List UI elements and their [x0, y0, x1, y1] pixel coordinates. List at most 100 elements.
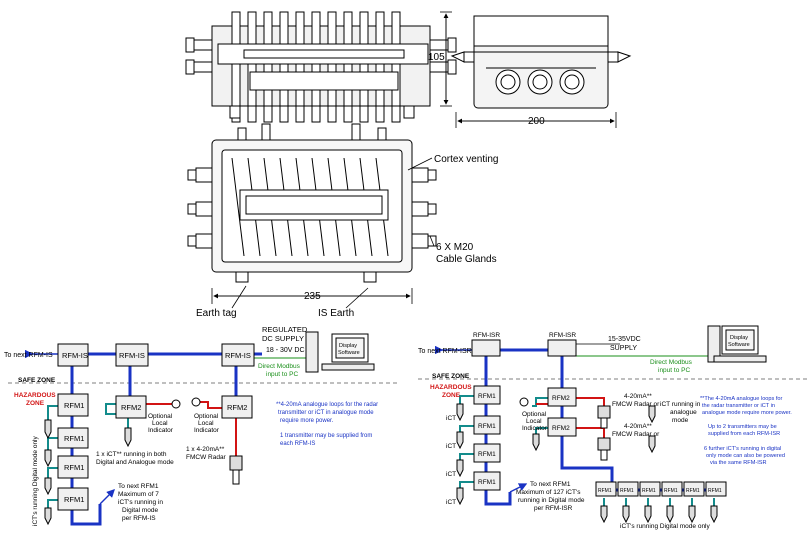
right-note-3: analogue mode require more power.	[702, 410, 792, 416]
left-ict-sensor-icon-2	[44, 449, 52, 468]
width-dimension-side	[455, 112, 617, 128]
enclosure-top-view	[187, 123, 437, 283]
right-optional-3: Indicator	[522, 425, 548, 432]
right-fmcw-a-1: 4-20mA**	[624, 393, 652, 400]
right-indicator-icon	[519, 397, 529, 407]
left-rfm1-b	[57, 427, 89, 449]
right-digital-rfm1-4	[661, 481, 683, 497]
right-rfm-isr-1-label: RFM-ISR	[473, 332, 500, 339]
right-digital-rfm1-2-label: RFM1	[620, 488, 634, 494]
right-digital-rfm1-3-label: RFM1	[642, 488, 656, 494]
right-ict-analogue-3: mode	[672, 417, 689, 424]
right-ict-label-2: iCT	[446, 443, 456, 450]
right-rfm1-b-label: RFM1	[478, 423, 496, 430]
left-note-3: require more power.	[280, 418, 334, 424]
right-display-label-1: Display	[730, 335, 748, 341]
left-analogue-loops	[144, 401, 237, 456]
cable-glands-label-1: 6 X M20	[436, 242, 474, 253]
left-rfm-is-2-label: RFM-IS	[119, 351, 145, 360]
left-rfm-is-3-label: RFM-IS	[225, 351, 251, 360]
width-top-dim-label: 235	[304, 291, 321, 302]
right-digital-rfm1-2	[617, 481, 639, 497]
right-rfm-isr-2-label: RFM-ISR	[549, 332, 576, 339]
earth-tag-label: Earth tag	[196, 308, 237, 319]
left-display-label-2: Software	[338, 350, 360, 356]
right-ict-sensor-icon-1	[456, 403, 464, 422]
left-rfm-is-3	[221, 343, 255, 367]
width-dimension-top	[211, 288, 413, 304]
right-digital-rfm1-6	[705, 481, 727, 497]
left-rfm2-a-label: RFM2	[121, 403, 141, 412]
right-ict-analogue-2: analogue	[670, 409, 697, 416]
left-next-rfm1-5: per RFM-IS	[122, 515, 156, 522]
enclosure-end-view	[450, 15, 632, 109]
left-optional-a-2: Local	[152, 420, 168, 427]
left-regulated-2: DC SUPPLY	[262, 334, 304, 343]
right-hazardous-2: ZONE	[442, 392, 461, 399]
left-display-label-1: Display	[339, 343, 357, 349]
left-hazardous-2: ZONE	[26, 400, 45, 407]
right-wiring-diagram: RFM-ISR RFM-ISR RFM1 RFM1 RFM1 RFM1 RFM2…	[418, 325, 808, 530]
right-analogue-ict-icon-a	[648, 405, 656, 424]
left-one-ict-1: 1 x iCT** running in both	[96, 451, 167, 458]
left-fmcw-radar-icon	[229, 455, 243, 471]
left-next-rfm1-4: Digital mode	[122, 507, 159, 514]
right-digital-rfm1-5	[683, 481, 705, 497]
right-sensor-wires	[459, 395, 715, 506]
left-optional-b-1: Optional	[194, 413, 219, 420]
right-digital-rfm1-4-label: RFM1	[664, 488, 678, 494]
left-next-rfm1-3: iCT's running in	[118, 499, 163, 506]
right-digital-ict-icon-3	[644, 505, 652, 524]
right-direct-modbus-1: Direct Modbus	[650, 359, 693, 366]
cooling-fins	[231, 11, 401, 123]
left-rfm1-c-label: RFM1	[64, 463, 84, 472]
right-digital-rfm1-6-label: RFM1	[708, 488, 722, 494]
right-supply-1: 15-35VDC	[608, 336, 641, 343]
right-rfm2-b-label: RFM2	[552, 425, 570, 432]
right-next-rfm1-2: Maximum of 127 iCT's	[516, 489, 581, 496]
left-safe-zone: SAFE ZONE	[18, 377, 56, 384]
left-rfm1-b-label: RFM1	[64, 434, 84, 443]
right-direct-modbus-2: input to PC	[658, 367, 690, 374]
right-note-8: via the same RFM-ISR	[710, 460, 767, 466]
right-next-rfm1-3: running in Digital mode	[518, 497, 585, 504]
right-rfm1-a-label: RFM1	[478, 393, 496, 400]
left-optional-b-2: Local	[198, 420, 214, 427]
left-ict-sensor-icon-1	[44, 419, 52, 440]
right-digital-rfm1-1	[595, 481, 617, 497]
right-rfm1-d	[473, 471, 501, 491]
left-rfm1-a	[57, 393, 89, 417]
width-side-dim-label: 200	[528, 116, 545, 127]
right-fmcw-a-2: FMCW Radar or	[612, 401, 660, 408]
cortex-venting-label: Cortex venting	[434, 154, 498, 165]
right-rfm1-d-label: RFM1	[478, 479, 496, 486]
right-rfm-isr-1	[471, 339, 501, 357]
left-optional-b-3: Indicator	[194, 427, 220, 434]
left-rfm2-b-label: RFM2	[227, 403, 247, 412]
left-rfm1-d	[57, 487, 89, 511]
right-digital-rfm1-3	[639, 481, 661, 497]
right-rfm1-b	[473, 415, 501, 435]
left-ict-vertical-label: iCT's running Digital mode only	[32, 435, 39, 526]
left-rfm1-d-label: RFM1	[64, 495, 84, 504]
left-bus-lines	[70, 352, 262, 526]
right-display-label-2: Software	[728, 342, 750, 348]
left-next-rfm1-2: Maximum of 7	[118, 491, 159, 498]
right-note-7: only mode can also be powered	[706, 453, 785, 459]
right-fmcw-radar-icon-b	[597, 437, 611, 451]
left-note-2: transmitter or iCT in analogue mode	[278, 410, 374, 416]
right-pc-icon	[707, 325, 767, 363]
right-ict-analogue-1: iCT running in	[660, 401, 701, 408]
left-direct-modbus-2: input to PC	[266, 371, 298, 378]
right-ict-sensor-icon-2	[456, 431, 464, 450]
right-rfm1-c-label: RFM1	[478, 451, 496, 458]
right-digital-ict-icon-1	[600, 505, 608, 524]
right-rfm2-a	[547, 387, 577, 407]
left-note-5: each RFM-IS	[280, 441, 315, 447]
right-digital-rfm1-1-label: RFM1	[598, 488, 612, 494]
left-regulated-1: REGULATED	[262, 325, 308, 334]
cable-glands-label-2: Cable Glands	[436, 254, 497, 265]
left-indicator-a-icon	[171, 399, 181, 409]
right-ict-label-4: iCT	[446, 499, 456, 506]
right-rfm1-c	[473, 443, 501, 463]
